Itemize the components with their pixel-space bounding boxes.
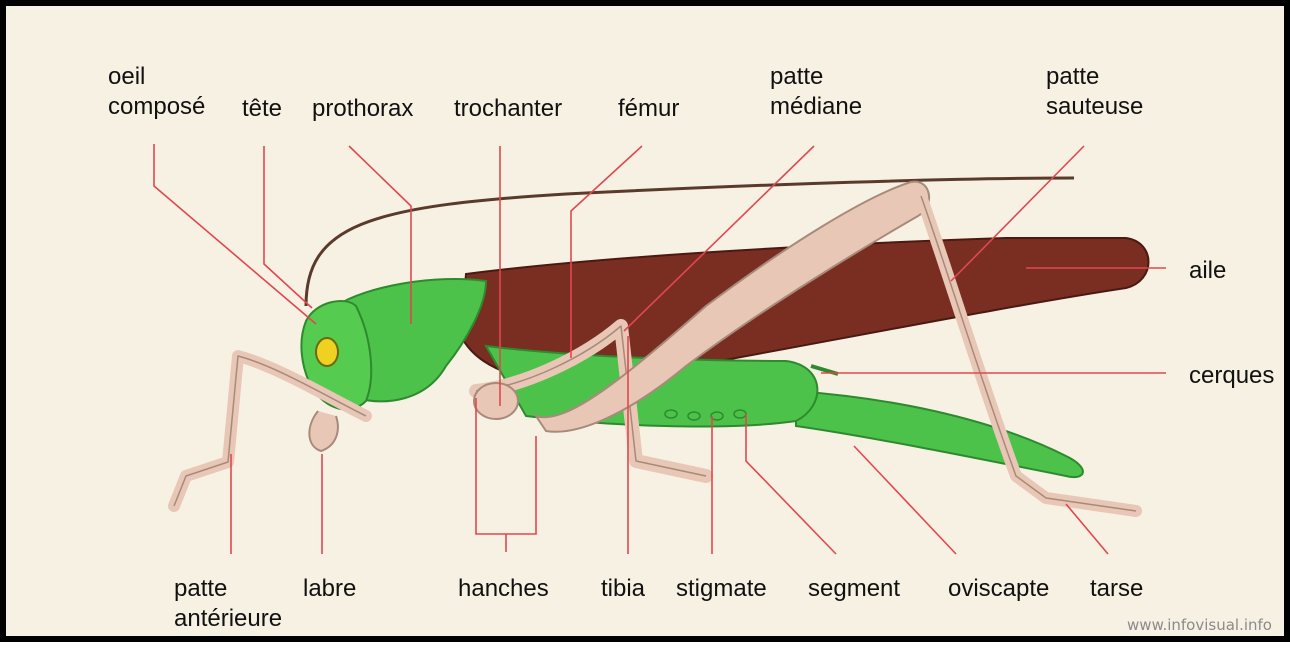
mouthparts bbox=[309, 411, 338, 451]
label-stigmate: stigmate bbox=[676, 574, 767, 604]
label-femur: fémur bbox=[618, 94, 679, 124]
label-tibia: tibia bbox=[601, 574, 645, 604]
coxa bbox=[474, 383, 518, 419]
ovipositor bbox=[796, 391, 1083, 477]
compound-eye bbox=[316, 338, 338, 366]
label-tete: tête bbox=[242, 94, 282, 124]
label-trochanter: trochanter bbox=[454, 94, 562, 124]
label-segment: segment bbox=[808, 574, 900, 604]
watermark: www.infovisual.info bbox=[1127, 616, 1272, 634]
label-aile: aile bbox=[1189, 256, 1226, 286]
label-labre: labre bbox=[303, 574, 356, 604]
label-hanches: hanches bbox=[458, 574, 549, 604]
label-cerques: cerques bbox=[1189, 361, 1274, 391]
label-prothorax: prothorax bbox=[312, 94, 413, 124]
label-tarse: tarse bbox=[1090, 574, 1143, 604]
label-oviscapte: oviscapte bbox=[948, 574, 1049, 604]
